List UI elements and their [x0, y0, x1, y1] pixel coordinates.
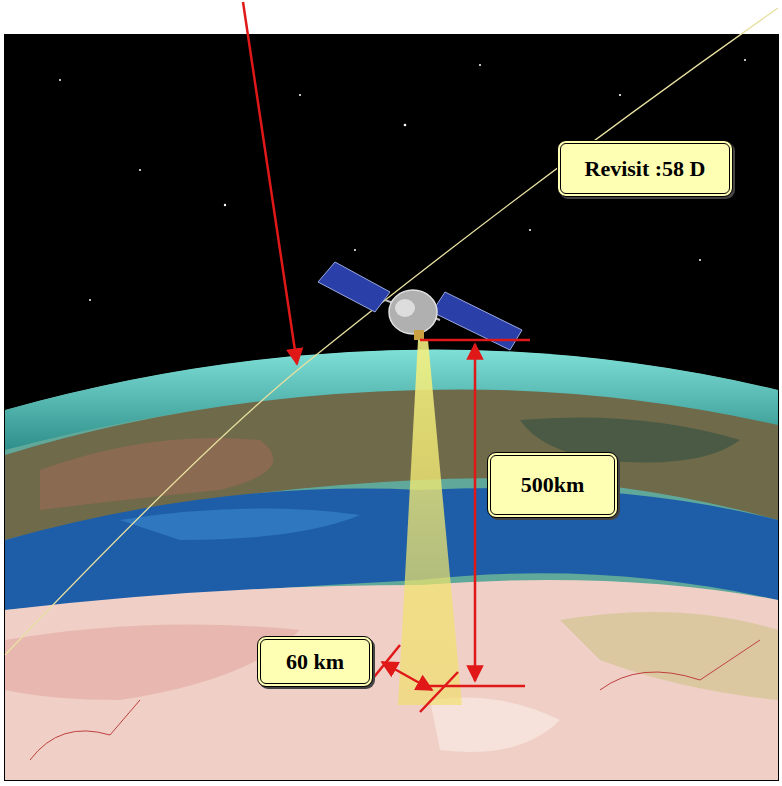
label-text: 500km: [521, 472, 585, 498]
orbit-line: [5, 8, 778, 655]
satellite: [318, 262, 522, 350]
label-box: Revisit :58 D: [557, 140, 733, 197]
stars: [59, 59, 746, 301]
label-text: Revisit :58 D: [585, 156, 706, 182]
dimension-lines: [243, 2, 530, 712]
label-box: 60 km: [257, 636, 373, 687]
label-text: 60 km: [286, 649, 344, 675]
label-box: 500km: [487, 452, 618, 518]
earth: [5, 300, 778, 780]
space-ground: [5, 35, 778, 780]
sensor-beam: [398, 340, 462, 705]
